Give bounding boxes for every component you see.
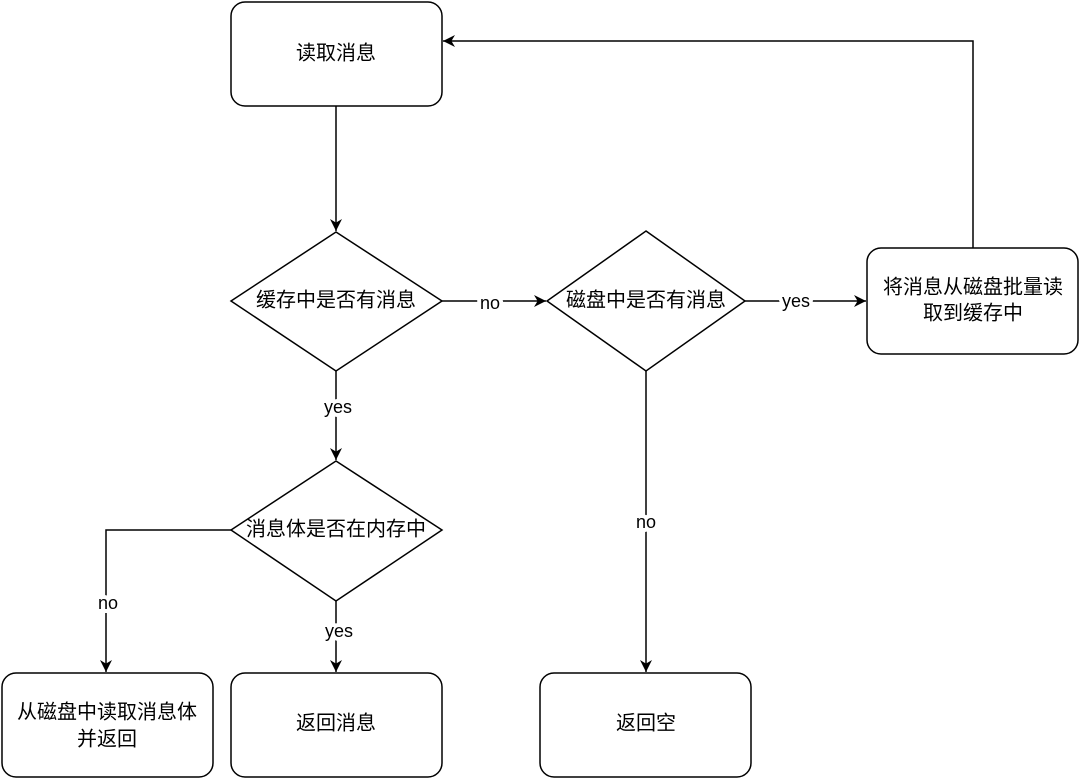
edge-label-cache-to-disk: no: [480, 293, 500, 313]
node-cache-check: 缓存中是否有消息: [229, 231, 444, 372]
node-batch-load-label-line1: 将消息从磁盘批量读: [883, 275, 1063, 299]
edge-label-body-to-return: yes: [325, 621, 353, 641]
edge-label-disk-to-empty: no: [636, 512, 656, 532]
node-body-in-memory: 消息体是否在内存中: [229, 460, 444, 602]
arrow-batch-load-to-read: [443, 35, 974, 248]
node-batch-load-label-line2: 取到缓存中: [923, 301, 1023, 325]
node-disk-check-label: 磁盘中是否有消息: [566, 288, 726, 312]
node-return-message-label: 返回消息: [296, 711, 376, 735]
node-read-body-from-disk-label-line1: 从磁盘中读取消息体: [17, 700, 197, 724]
edge-label-cache-to-body: yes: [324, 397, 352, 417]
node-cache-check-label: 缓存中是否有消息: [256, 288, 416, 312]
edge-label-body-to-disk-read: no: [98, 593, 118, 613]
node-read-message: 读取消息: [230, 1, 443, 107]
node-read-body-from-disk: 从磁盘中读取消息体 并返回: [1, 672, 214, 778]
node-read-body-from-disk-label-line2: 并返回: [77, 727, 137, 751]
edge-label-disk-to-batch: yes: [782, 291, 810, 311]
node-return-empty: 返回空: [539, 672, 752, 778]
node-return-empty-label: 返回空: [616, 711, 676, 735]
node-batch-load: 将消息从磁盘批量读 取到缓存中: [866, 247, 1079, 355]
node-read-message-label: 读取消息: [296, 41, 376, 65]
node-disk-check: 磁盘中是否有消息: [545, 230, 747, 372]
node-return-message: 返回消息: [230, 672, 443, 778]
node-body-in-memory-label: 消息体是否在内存中: [246, 517, 426, 541]
arrow-body-check-to-read-body-from-disk: [100, 529, 231, 672]
